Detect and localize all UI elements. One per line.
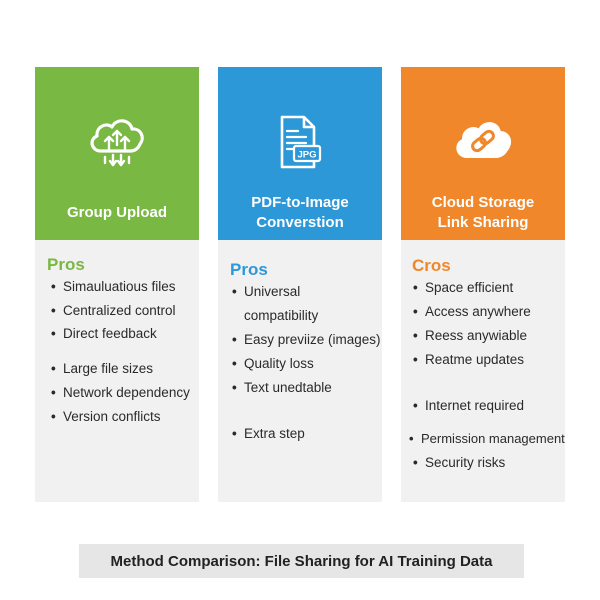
list-item: •Permission management [409,431,565,446]
list-item: •Extra step [232,426,305,441]
list-item: •Centralized control [51,303,176,318]
card-group-upload: Group Upload Pros •Simauluatious files •… [35,67,199,502]
list-item: •Reatme updates [413,352,525,367]
list-item: •Simauluatious files [51,279,176,294]
jpg-label: JPG [297,150,316,161]
cloud-upload-icon [35,111,199,171]
footer-caption: Method Comparison: File Sharing for AI T… [79,544,524,578]
list-item: •Version conflicts [51,409,161,424]
list-item: •Direct feedback [51,326,157,341]
section-label-cros: Cros [412,256,451,275]
card-header-group-upload: Group Upload [35,67,199,240]
list-item: •Security risks [413,455,506,470]
list-item: •Space efficient [413,280,514,295]
cloud-link-icon [401,111,565,171]
section-label-pros: Pros [47,255,85,274]
card-title-cloud-storage: Cloud Storage Link Sharing [431,194,535,231]
card-header-cloud-storage: Cloud Storage Link Sharing [401,67,565,240]
card-pdf-to-image: JPG PDF-to-Image Converstion Pros •Unive… [218,67,382,502]
list-item: •compatibility [244,308,319,323]
list-item: •Network dependency [51,385,190,400]
footer-title: Method Comparison: File Sharing for AI T… [110,552,493,570]
list-item: •Quality loss [232,356,314,371]
card-header-pdf-to-image: JPG PDF-to-Image Converstion [218,67,382,240]
list-item: •Internet required [413,398,525,413]
pdf-to-jpg-document-icon: JPG [218,113,382,173]
list-item: •Large file sizes [51,361,154,376]
card-title-pdf-to-image: PDF-to-Image Converstion [251,194,349,231]
list-item: •Easy previize (images) [232,332,381,347]
list-item: •Universal [232,284,301,299]
card-cloud-storage: Cloud Storage Link Sharing Cros •Space e… [401,67,565,502]
section-label-pros: Pros [230,260,268,279]
card-title-group-upload: Group Upload [67,204,167,221]
list-item: •Text unedtable [232,380,332,395]
list-item: •Reess anywiable [413,328,528,343]
list-item: •Access anywhere [413,304,531,319]
